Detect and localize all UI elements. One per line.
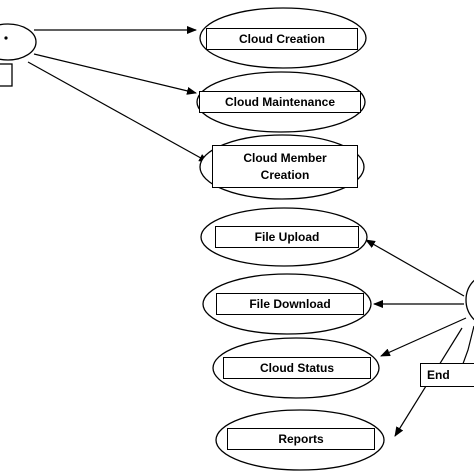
use-case-file-download-label: File Download [216, 293, 364, 315]
use-case-reports-label: Reports [227, 428, 375, 450]
use-case-file-upload-label: File Upload [215, 226, 359, 248]
end-user-to-cloud-status-arrow [380, 317, 467, 357]
admin-actor-head [0, 23, 37, 61]
admin-actor-body [0, 63, 13, 87]
admin-to-cloud-member-creation-arrow [27, 61, 209, 163]
admin-to-cloud-maintenance-arrow [33, 53, 197, 95]
use-case-cloud-status-label: Cloud Status [223, 357, 371, 379]
use-case-cloud-creation-label: Cloud Creation [206, 28, 358, 50]
admin-actor-eye [4, 36, 8, 40]
end-user-actor-label: End [420, 363, 474, 387]
end-user-to-file-upload-arrow [365, 239, 465, 297]
use-case-cloud-member-creation-label: Cloud Member Creation [212, 145, 358, 188]
end-user-actor-head [465, 279, 474, 321]
use-case-cloud-maintenance-label: Cloud Maintenance [199, 91, 361, 113]
use-case-cloud-member-creation-text: Cloud Member Creation [243, 151, 327, 182]
